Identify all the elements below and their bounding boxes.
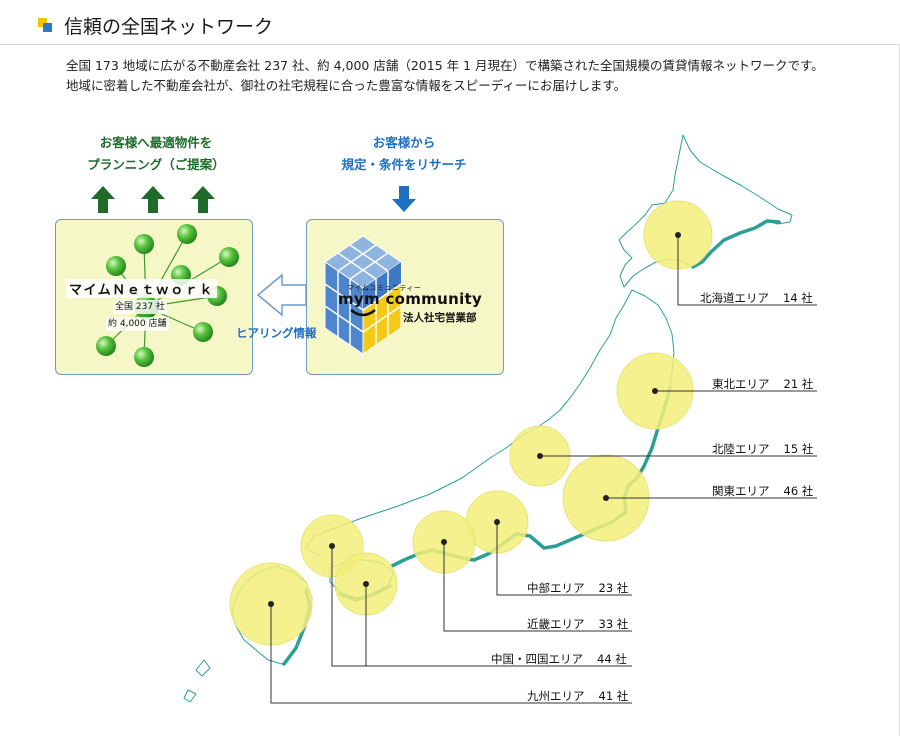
area-name: 東北エリア xyxy=(712,377,770,391)
area-name: 中国・四国エリア xyxy=(491,652,583,666)
research-caption: お客様から 規定・条件をリサーチ xyxy=(304,132,504,176)
hearing-label: ヒアリング情報 xyxy=(236,326,317,340)
node-ball xyxy=(177,224,197,244)
mym-community-box: マイムコミュニティー mym community 法人社宅営業部 xyxy=(306,219,504,375)
area-count: 21 社 xyxy=(783,377,814,391)
node-ball xyxy=(134,234,154,254)
area-count: 15 社 xyxy=(783,442,814,456)
area-dots xyxy=(268,232,681,607)
header-divider xyxy=(0,44,900,45)
description: 全国 173 地域に広がる不動産会社 237 社、約 4,000 店舗（2015… xyxy=(66,56,824,96)
area-name: 中部エリア xyxy=(527,581,585,595)
network-stores: 約 4,000 店舗 xyxy=(106,317,169,331)
area-label-chugoku-shikoku: 中国・四国エリア 44 社 xyxy=(491,651,627,667)
area-name: 関東エリア xyxy=(712,484,770,498)
node-ball xyxy=(193,322,213,342)
area-count: 33 社 xyxy=(598,617,629,631)
research-caption-line-1: お客様から xyxy=(372,135,436,150)
planning-caption-line-2: プランニング（ご提案） xyxy=(87,157,225,172)
area-label-kyushu: 九州エリア 41 社 xyxy=(527,688,628,704)
area-count: 46 社 xyxy=(783,484,814,498)
area-label-hokuriku: 北陸エリア 15 社 xyxy=(712,441,813,457)
section-heading: 信頼の全国ネットワーク xyxy=(38,12,273,38)
area-label-tohoku: 東北エリア 21 社 xyxy=(712,376,813,392)
cube-logo xyxy=(324,235,402,355)
page-title: 信頼の全国ネットワーク xyxy=(64,15,274,38)
up-arrow-icons xyxy=(91,186,215,213)
area-name: 九州エリア xyxy=(527,689,585,703)
network-companies: 全国 237 社 xyxy=(113,300,167,314)
area-label-kanto: 関東エリア 46 社 xyxy=(712,483,813,499)
mym-logo-text: mym community xyxy=(338,290,483,308)
area-count: 14 社 xyxy=(783,291,813,305)
area-circles xyxy=(229,200,713,646)
area-count: 41 社 xyxy=(598,689,629,703)
area-label-hokkaido: 北海道エリア 14 社 xyxy=(700,290,813,306)
area-count: 44 社 xyxy=(597,652,627,666)
up-arrow-icon-3 xyxy=(191,186,215,213)
description-line-2: 地域に密着した不動産会社が、御社の社宅規程に合った豊富な情報をスピーディーにお届… xyxy=(66,78,627,93)
area-count: 23 社 xyxy=(598,581,629,595)
mym-kana: マイムコミュニティー xyxy=(347,284,422,292)
description-line-1: 全国 173 地域に広がる不動産会社 237 社、約 4,000 店舗（2015… xyxy=(66,58,824,73)
network-title: マイムＮｅｔｗｏｒｋ xyxy=(66,279,217,298)
area-name: 北海道エリア xyxy=(700,291,769,305)
up-arrow-icon-2 xyxy=(141,186,165,213)
node-ball xyxy=(219,247,239,267)
area-label-kinki: 近畿エリア 33 社 xyxy=(527,616,628,632)
research-caption-line-2: 規定・条件をリサーチ xyxy=(341,157,467,172)
area-name: 北陸エリア xyxy=(712,442,770,456)
planning-caption: お客様へ最適物件を プランニング（ご提案） xyxy=(56,132,256,176)
node-ball xyxy=(106,256,126,276)
up-arrow-icon-1 xyxy=(91,186,115,213)
mym-department: 法人社宅営業部 xyxy=(403,312,477,324)
down-arrow-icon xyxy=(392,186,416,212)
planning-caption-line-1: お客様へ最適物件を xyxy=(99,135,213,150)
network-box: マイムＮｅｔｗｏｒｋ 全国 237 社 約 4,000 店舗 xyxy=(55,219,253,375)
area-label-chubu: 中部エリア 23 社 xyxy=(527,580,628,596)
node-ball xyxy=(134,347,154,367)
heading-square-icon xyxy=(38,18,52,32)
area-name: 近畿エリア xyxy=(527,617,585,631)
node-ball xyxy=(96,336,116,356)
leader-lines xyxy=(270,235,817,704)
